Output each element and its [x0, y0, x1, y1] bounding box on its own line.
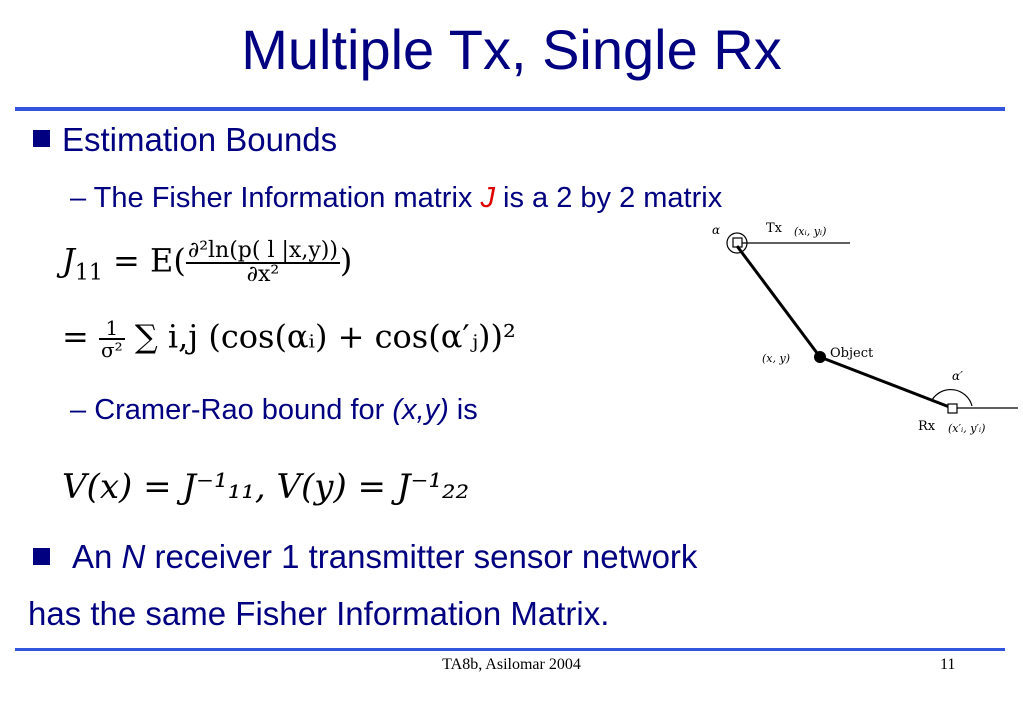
- bullet-estimation-bounds: Estimation Bounds: [62, 121, 338, 158]
- bottom-divider: [15, 648, 1005, 651]
- object-dot-icon: [814, 351, 826, 363]
- top-divider: [15, 107, 1005, 111]
- equation-j11: J11 = E(∂²ln(p( l |x,y))∂x²): [62, 240, 352, 286]
- eq-eq-e: = E(: [113, 241, 186, 280]
- bullet2-prefix: An: [72, 538, 122, 575]
- tx-alpha-label: α: [712, 223, 720, 237]
- footer-session: TA8b, Asilomar 2004: [442, 656, 581, 673]
- bullet2-continuation: has the same Fisher Information Matrix.: [28, 595, 610, 632]
- tx-object-path: [735, 245, 822, 358]
- bullet2-suffix: receiver 1 transmitter sensor network: [145, 538, 698, 575]
- dash-marker: –: [70, 182, 94, 214]
- bullet-n-receiver: An N receiver 1 transmitter sensor netwo…: [72, 540, 697, 573]
- square-bullet-icon: [33, 130, 50, 147]
- sum-num: 1: [98, 318, 125, 340]
- eq-j-sub: 11: [74, 260, 103, 286]
- sum-den: σ²: [100, 338, 123, 362]
- eq-close: ): [339, 241, 353, 280]
- rx-coord: (x′ᵢ, y′ᵢ): [948, 422, 985, 435]
- object-coord: (x, y): [762, 352, 790, 365]
- var-n: N: [121, 538, 146, 575]
- rx-label: Rx: [918, 419, 936, 434]
- sub1-suffix: is a 2 by 2 matrix: [494, 182, 723, 214]
- rx-node-icon: [947, 403, 958, 414]
- sub1-prefix: The Fisher Information matrix: [93, 182, 481, 214]
- geometry-diagram: α Tx (xᵢ, yᵢ) Object (x, y) α′ Rx (x′ᵢ, …: [712, 221, 1018, 435]
- tx-label: Tx: [766, 221, 783, 236]
- page-number: 11: [940, 656, 956, 673]
- sub2-prefix: Cramer-Rao bound for: [94, 394, 393, 426]
- object-rx-path: [819, 355, 953, 410]
- object-label: Object: [830, 346, 874, 361]
- tx-coord: (xᵢ, yᵢ): [794, 225, 826, 238]
- sub-bullet-fisher: – The Fisher Information matrix J is a 2…: [70, 184, 722, 213]
- eq-frac-num: ∂²ln(p( l |x,y)): [185, 238, 340, 264]
- square-bullet-icon-2: [33, 548, 50, 565]
- eq-frac-den: ∂x²: [246, 262, 280, 287]
- sum-eq: =: [62, 317, 99, 356]
- eq-fraction: ∂²ln(p( l |x,y))∂x²: [185, 238, 340, 287]
- var-xy: (x,y): [392, 394, 449, 426]
- sum-rest: ∑ i,j (cos(αᵢ) + cos(α′ⱼ))²: [134, 317, 516, 356]
- dash-marker-2: –: [70, 394, 95, 426]
- sub2-suffix: is: [448, 394, 478, 426]
- equation-bound: V(x) = J⁻¹₁₁, V(y) = J⁻¹₂₂: [62, 467, 470, 507]
- rx-alpha-arc: [931, 388, 973, 407]
- rx-alpha-label: α′: [952, 369, 963, 383]
- sub-bullet-cramer-rao: – Cramer-Rao bound for (x,y) is: [70, 396, 478, 425]
- slide-title: Multiple Tx, Single Rx: [241, 18, 782, 81]
- var-j: J: [480, 182, 495, 214]
- eq-j: J: [62, 241, 75, 280]
